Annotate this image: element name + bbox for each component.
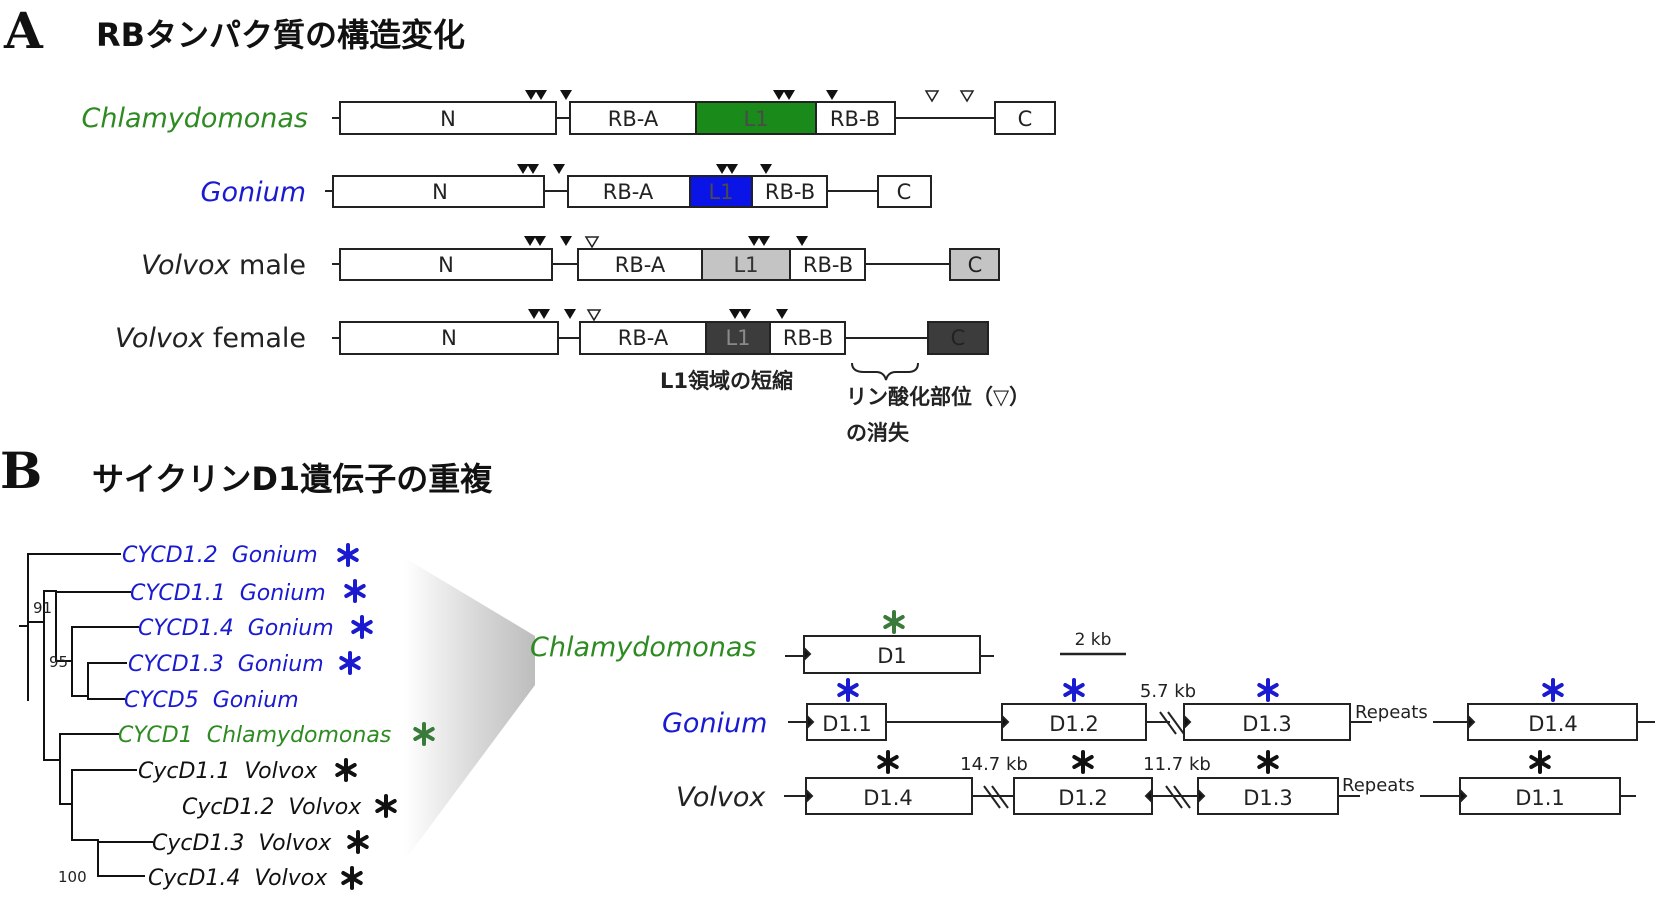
star-icon — [341, 866, 363, 890]
note-phospho-line2: の消失 — [846, 421, 910, 445]
panel-b-title: サイクリンD1遺伝子の重複 — [92, 460, 493, 498]
star-icon — [1529, 750, 1551, 774]
gene-d1-4-volvox: D1.4 — [863, 786, 913, 810]
l1-box-gonium — [689, 175, 753, 208]
n-label-gonium: N — [432, 180, 448, 204]
clade-connector — [405, 558, 535, 860]
star-icon — [877, 750, 899, 774]
gap1-label-volvox: 14.7 kb — [960, 754, 1028, 775]
l1-box-volvox-female — [705, 321, 771, 355]
bootstrap-95: 95 — [49, 653, 68, 671]
locus-chlamydomonas — [785, 635, 994, 674]
c-label-gonium: C — [897, 180, 912, 204]
rbb-label-volvox-female: RB-B — [783, 326, 833, 350]
n-label-volvox-male: N — [438, 253, 454, 277]
n-label-chlamydomonas: N — [440, 107, 456, 131]
gap-label-gonium: 5.7 kb — [1140, 681, 1196, 702]
gene-d1-3-gonium: D1.3 — [1242, 712, 1292, 736]
rb-species-volvox-male: Volvox male — [141, 250, 306, 281]
rbb-label-chlamydomonas: RB-B — [830, 107, 880, 131]
gene-d1-4-gonium: D1.4 — [1528, 712, 1578, 736]
c-box-volvox-male — [949, 248, 1000, 281]
star-icon — [1063, 678, 1085, 702]
gene-d1-3-volvox: D1.3 — [1243, 786, 1293, 810]
star-icon — [351, 615, 373, 639]
locus-label-chlamydomonas: Chlamydomonas — [530, 632, 757, 663]
locus-volvox — [784, 777, 1636, 815]
gene-d1-1-gonium: D1.1 — [822, 712, 872, 736]
panel-a-letter: A — [3, 1, 44, 60]
star-icon — [347, 830, 369, 854]
gene-d1-2-volvox: D1.2 — [1058, 786, 1108, 810]
star-icon — [344, 579, 366, 603]
c-box-volvox-female — [927, 321, 989, 355]
star-icon — [1542, 678, 1564, 702]
gap2-label-volvox: 11.7 kb — [1143, 754, 1211, 775]
panel-a-title: RBタンパク質の構造変化 — [96, 16, 465, 54]
repeats-label-volvox: Repeats — [1342, 775, 1415, 796]
n-label-volvox-female: N — [441, 326, 457, 350]
bootstrap-91: 91 — [33, 599, 52, 617]
gene-d1-2-gonium: D1.2 — [1049, 712, 1099, 736]
l1-label-volvox-female: L1 — [725, 326, 750, 350]
star-icon — [837, 678, 859, 702]
c-label-volvox-female: C — [951, 326, 966, 350]
locus-label-gonium: Gonium — [662, 708, 767, 739]
bootstrap-100: 100 — [58, 868, 87, 886]
rb-species-gonium: Gonium — [201, 177, 306, 208]
star-icon — [375, 794, 397, 818]
rb-row-volvox-male — [332, 248, 1000, 281]
rba-label-chlamydomonas: RB-A — [608, 107, 659, 131]
star-icon — [339, 651, 361, 675]
c-label-volvox-male: C — [968, 253, 983, 277]
repeats-label-gonium: Repeats — [1355, 702, 1428, 723]
gene-d1-1-volvox: D1.1 — [1515, 786, 1565, 810]
star-icon — [1257, 678, 1279, 702]
star-icon — [883, 610, 905, 634]
rbb-label-gonium: RB-B — [765, 180, 815, 204]
l1-label-chlamydomonas: L1 — [743, 107, 768, 131]
rbb-label-volvox-male: RB-B — [803, 253, 853, 277]
note-phospho-line1: リン酸化部位（▽） — [846, 385, 1030, 409]
locus-gonium — [788, 703, 1655, 741]
rb-species-chlamydomonas: Chlamydomonas — [82, 103, 309, 134]
rba-label-volvox-female: RB-A — [618, 326, 669, 350]
note-l1-shortening: L1領域の短縮 — [660, 369, 793, 393]
l1-box-volvox-male — [701, 248, 791, 281]
rb-row-chlamydomonas — [332, 101, 1056, 135]
rb-row-gonium — [325, 175, 932, 208]
rb-row-volvox-female — [332, 321, 989, 355]
scale-bar-label: 2 kb — [1075, 630, 1112, 650]
gene-d1-chlamydomonas: D1 — [877, 644, 907, 668]
l1-box-chlamydomonas — [695, 101, 817, 135]
star-icon — [335, 758, 357, 782]
rba-label-volvox-male: RB-A — [615, 253, 666, 277]
star-icon — [1072, 750, 1094, 774]
star-icon — [337, 543, 359, 567]
rba-label-gonium: RB-A — [603, 180, 654, 204]
star-icon — [1257, 750, 1279, 774]
locus-label-volvox: Volvox — [676, 782, 766, 813]
l1-label-volvox-male: L1 — [733, 253, 758, 277]
brace — [851, 362, 919, 381]
c-label-chlamydomonas: C — [1018, 107, 1033, 131]
panel-b-letter: B — [0, 441, 42, 500]
phylogenetic-tree — [19, 553, 153, 877]
rb-species-volvox-female: Volvox female — [115, 323, 306, 354]
l1-label-gonium: L1 — [708, 180, 733, 204]
